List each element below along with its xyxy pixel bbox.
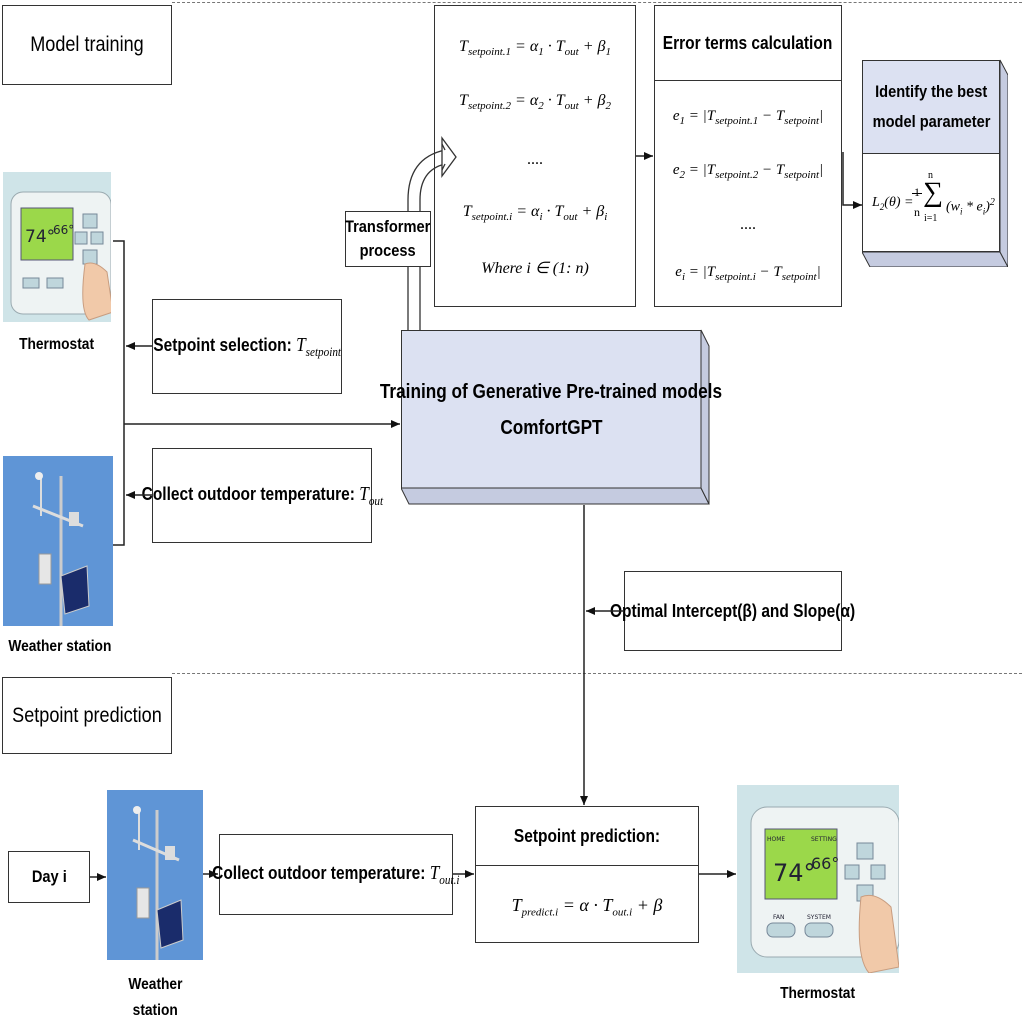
setpoint-selection-box: Setpoint selection: Tsetpoint [152, 299, 342, 394]
loss-formula: L2(θ) = 1 n n ∑ i=1 (wi * ei)2 [872, 170, 995, 224]
collect-outdoor-box: Collect outdoor temperature: Tout [141, 448, 383, 543]
day-i-box: Day i [8, 851, 90, 903]
thermostat-bottom-illustration: 74° 66° HOME SETTING FAN SYSTEM [737, 785, 899, 973]
error-term-1: e1 = |Tsetpoint.1 − Tsetpoint| [672, 108, 824, 127]
equation-dots: .... [527, 151, 543, 168]
where-clause: Where i ∈ (1: n) [481, 260, 589, 277]
error-term-i: ei = |Tsetpoint.i − Tsetpoint| [675, 264, 821, 283]
section-divider [172, 673, 1022, 674]
error-terms-title: Error terms calculation [655, 6, 841, 81]
candidate-models-box: Tsetpoint.1 = α1 · Tout + β1 Tsetpoint.2… [434, 5, 636, 307]
svg-text:66°: 66° [811, 854, 839, 873]
equation-2: Tsetpoint.2 = α2 · Tout + β2 [459, 92, 611, 113]
collect-outdoor-prediction-box: Collect outdoor temperature: Tout.i [212, 834, 460, 915]
thermostat-photo-top: 74° 66° [3, 172, 111, 322]
thermostat-top-illustration: 74° 66° [3, 172, 111, 322]
model-training-header: Model training [2, 5, 172, 85]
weather-station-bottom-illustration [107, 790, 203, 960]
equation-1: Tsetpoint.1 = α1 · Tout + β1 [459, 38, 611, 59]
optimal-parameters-box: Optimal Intercept(β) and Slope(α) [610, 571, 856, 651]
equation-i: Tsetpoint.i = αi · Tout + βi [462, 203, 608, 224]
svg-text:HOME: HOME [767, 836, 785, 843]
top-dashed-line [172, 2, 1022, 3]
error-term-dots: .... [740, 216, 756, 233]
weather-station-label-top: Weather station [8, 638, 112, 655]
transformer-curved-arrow [407, 136, 457, 330]
weather-station-label-bottom: Weather station [127, 976, 183, 1019]
svg-text:66°: 66° [53, 223, 74, 237]
weather-station-photo-top [3, 456, 113, 626]
svg-text:SETTING: SETTING [811, 836, 837, 843]
transformer-process-box: Transformer process [345, 211, 431, 267]
thermostat-label-bottom: Thermostat [780, 985, 856, 1002]
svg-text:FAN: FAN [773, 914, 785, 921]
svg-text:74°: 74° [25, 227, 55, 247]
thermostat-label-top: Thermostat [19, 336, 95, 353]
error-term-2: e2 = |Tsetpoint.2 − Tsetpoint| [672, 162, 824, 181]
svg-text:SYSTEM: SYSTEM [807, 914, 831, 921]
setpoint-prediction-header: Setpoint prediction [2, 677, 172, 754]
error-terms-box: Error terms calculation e1 = |Tsetpoint.… [654, 5, 842, 307]
thermostat-photo-bottom: 74° 66° HOME SETTING FAN SYSTEM [737, 785, 899, 973]
prediction-formula: Tpredict.i = α · Tout.i + β [511, 895, 663, 919]
setpoint-prediction-box: Setpoint prediction: Tpredict.i = α · To… [475, 806, 699, 943]
training-box-3d [401, 329, 710, 505]
training-box-label: Training of Generative Pre-trained model… [379, 381, 723, 439]
weather-station-photo-bottom [107, 790, 203, 960]
weather-station-top-illustration [3, 456, 113, 626]
best-parameter-box: Identify the best model parameter L2(θ) … [862, 57, 1008, 267]
svg-text:74°: 74° [773, 859, 816, 887]
best-parameter-3d-frame [862, 59, 1008, 267]
